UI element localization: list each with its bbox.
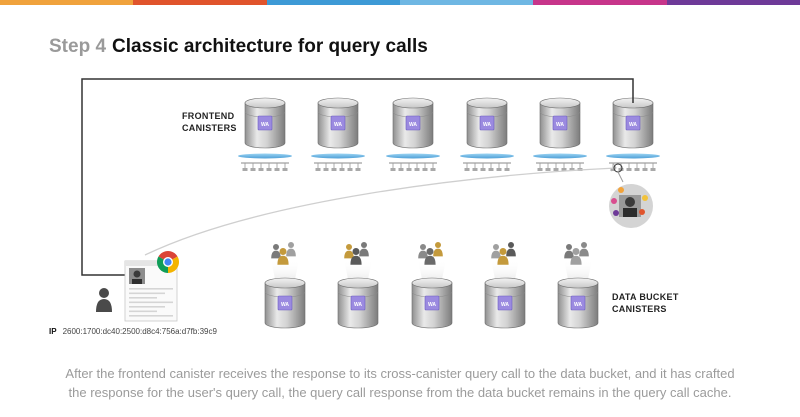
canister-icon: WA: [539, 97, 581, 149]
svg-text:WA: WA: [574, 302, 582, 308]
canister-icon: WA: [411, 277, 453, 329]
person-icon: [96, 288, 112, 312]
network-switch-icon: [533, 153, 587, 171]
svg-text:WA: WA: [501, 302, 509, 308]
ip-value: 2600:1700:dc40:2500:d8c4:756a:d7fb:39c9: [62, 327, 217, 336]
user-and-browser: [96, 184, 653, 322]
person-icon: [497, 248, 509, 265]
svg-text:WA: WA: [556, 122, 564, 128]
avatar-badge-icon: [609, 184, 653, 228]
person-icon: [344, 244, 354, 259]
color-segment: [666, 0, 800, 5]
canister-icon: WA: [557, 277, 599, 329]
step-number: Step 4: [49, 36, 107, 57]
data-bucket-canisters-label: DATA BUCKET CANISTERS: [612, 291, 679, 315]
person-icon: [564, 244, 574, 259]
color-segment: [0, 0, 134, 5]
network-switch-icon: [238, 153, 292, 171]
canister-icon: WA: [337, 277, 379, 329]
svg-text:WA: WA: [428, 302, 436, 308]
person-icon: [418, 244, 428, 259]
network-switch-icon: [311, 153, 365, 171]
label-line: DATA BUCKET: [612, 292, 679, 302]
ip-label: IP: [49, 327, 57, 336]
color-segment: [266, 0, 400, 5]
canister-icon: WA: [244, 97, 286, 149]
svg-text:WA: WA: [261, 122, 269, 128]
color-segment: [133, 0, 267, 5]
person-icon: [579, 242, 589, 257]
response-connector-line: [144, 167, 617, 256]
chrome-logo-icon: [157, 251, 179, 273]
svg-text:WA: WA: [334, 122, 342, 128]
label-line: FRONTEND: [182, 111, 235, 121]
query-path-line: [81, 78, 634, 276]
person-icon: [359, 242, 369, 257]
label-line: CANISTERS: [182, 123, 237, 133]
badge-connector: [617, 171, 624, 183]
canister-icon: WA: [484, 277, 526, 329]
people-group-icon: [491, 242, 519, 284]
svg-text:WA: WA: [354, 302, 362, 308]
color-segment: [533, 0, 667, 5]
person-icon: [506, 242, 516, 257]
person-icon: [350, 248, 362, 265]
data-bucket-canisters: WA WA WA WA WA: [264, 242, 599, 329]
person-icon: [570, 248, 582, 265]
person-icon: [286, 242, 296, 257]
person-icon: [271, 244, 281, 259]
svg-text:WA: WA: [629, 122, 637, 128]
ip-address-row: IP 2600:1700:dc40:2500:d8c4:756a:d7fb:39c…: [49, 327, 217, 336]
person-icon: [424, 248, 436, 265]
person-icon: [491, 244, 501, 259]
svg-text:WA: WA: [281, 302, 289, 308]
slide-caption: After the frontend canister receives the…: [0, 364, 800, 402]
frontend-canisters: WA WA WA WA WA WA: [244, 97, 654, 149]
canister-icon: WA: [317, 97, 359, 149]
person-icon: [277, 248, 289, 265]
frontend-canisters-label: FRONTEND CANISTERS: [182, 110, 237, 134]
canister-icon: WA: [264, 277, 306, 329]
person-icon: [433, 242, 443, 257]
svg-text:WA: WA: [483, 122, 491, 128]
caption-line: After the frontend canister receives the…: [65, 366, 735, 381]
top-color-bar: [0, 0, 800, 5]
caption-line: the response for the user's query call, …: [68, 385, 732, 400]
label-line: CANISTERS: [612, 304, 667, 314]
svg-text:WA: WA: [409, 122, 417, 128]
canister-icon: WA: [612, 97, 654, 149]
color-segment: [399, 0, 534, 5]
connector-arrow: [610, 162, 617, 172]
canister-icon: WA: [392, 97, 434, 149]
title-text: Classic architecture for query calls: [112, 36, 428, 57]
query-path-lines: [81, 78, 634, 276]
canister-icon: WA: [466, 97, 508, 149]
browser-window-icon: [124, 260, 178, 322]
network-switch-icon: [460, 153, 514, 171]
network-switch-icon: [386, 153, 440, 171]
